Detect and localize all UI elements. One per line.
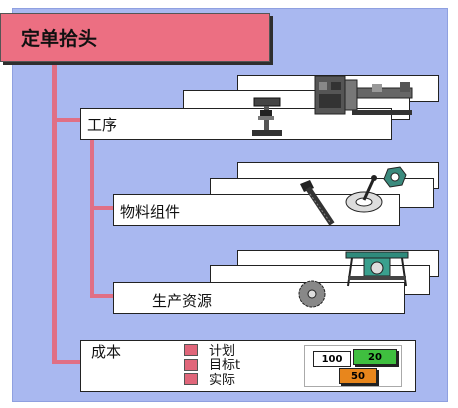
lathe-icon <box>314 75 413 115</box>
trunk-to-cost <box>52 360 82 364</box>
sub-to-materials <box>90 206 114 210</box>
nut-icon <box>383 166 407 188</box>
order-header-title: 定单拾头 <box>21 28 98 50</box>
main-trunk-line <box>52 58 57 363</box>
bar-plan: 100 <box>313 351 351 367</box>
bar-target: 20 <box>353 349 397 365</box>
resources-card: 生产资源 <box>113 282 405 314</box>
saw-blade-icon <box>298 280 326 308</box>
cost-label: 成本 <box>91 343 122 361</box>
legend-actual: 实际 <box>209 373 236 388</box>
cost-card: 成本 计划 目标t 实际 100 20 50 <box>80 340 416 392</box>
bar-actual: 50 <box>339 368 377 384</box>
legend-swatch-target <box>184 359 198 371</box>
sub-to-resources <box>90 294 114 298</box>
bar-group: 100 20 50 <box>304 345 402 387</box>
legend-target: 目标t <box>209 358 241 373</box>
materials-label: 物料组件 <box>120 203 181 221</box>
legend-swatch-plan <box>184 344 198 356</box>
legend-swatch-actual <box>184 373 198 385</box>
drill-press-icon <box>252 97 282 136</box>
process-label: 工序 <box>87 116 118 134</box>
table-saw-icon <box>345 251 409 287</box>
order-header: 定单拾头 <box>0 13 270 62</box>
resources-label: 生产资源 <box>152 292 213 310</box>
sub-trunk-line <box>90 138 94 296</box>
lever-icon <box>345 175 383 213</box>
trunk-to-process <box>52 118 82 122</box>
bolt-icon <box>300 180 335 226</box>
legend-plan: 计划 <box>209 344 236 359</box>
